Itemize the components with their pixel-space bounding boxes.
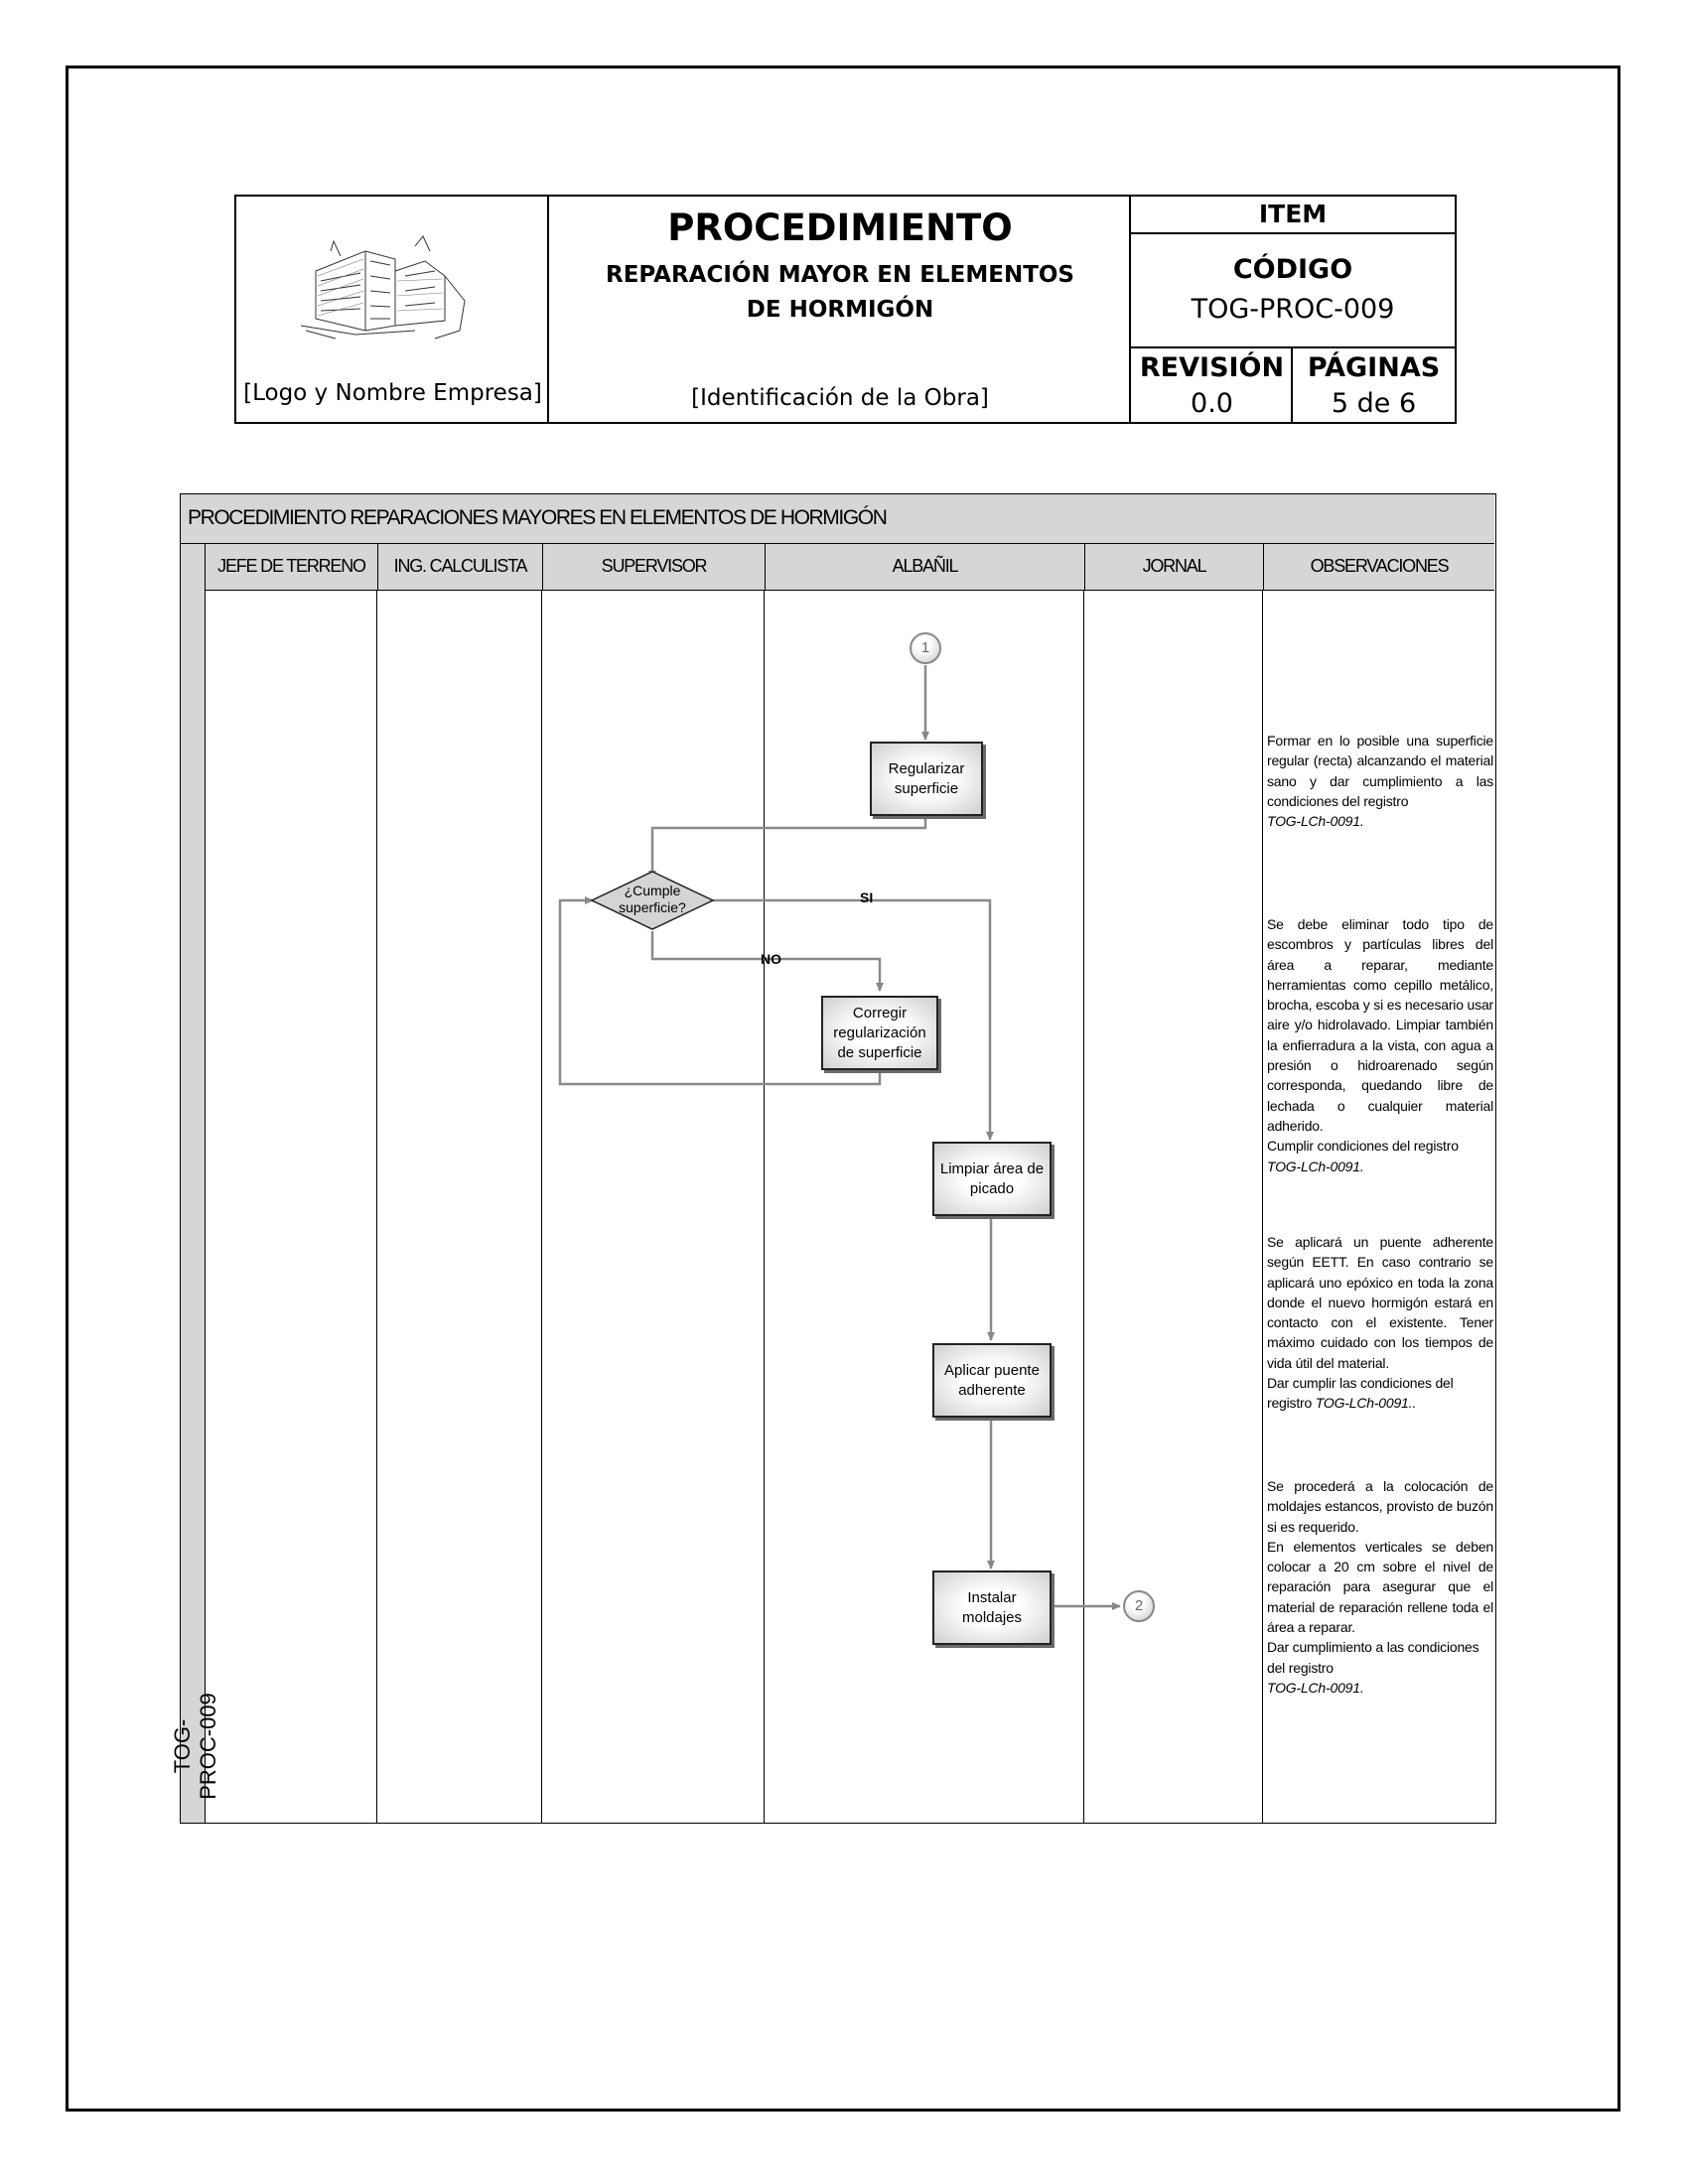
lane-header-jefe-de-terreno: JEFE DE TERRENO <box>206 544 378 591</box>
arrow-corregir-loop <box>558 896 882 1086</box>
item-label: ITEM <box>1258 200 1328 228</box>
revision-label: REVISIÓN <box>1139 352 1285 383</box>
lane-divider <box>1262 591 1263 1823</box>
end-connector: 2 <box>1123 1590 1155 1622</box>
step-label: Aplicar puente adherente <box>944 1361 1040 1399</box>
arrow-decision-si <box>713 898 994 1141</box>
observation-text: En elementos verticales se deben colocar… <box>1267 1538 1493 1636</box>
item-cell: ITEM <box>1131 197 1455 234</box>
observation-tail: Cumplir condiciones del registro <box>1267 1138 1459 1155</box>
decision-diamond <box>590 871 715 930</box>
lane-divider <box>1083 591 1084 1823</box>
observation-tail: Dar cumplimiento a las condiciones del r… <box>1267 1639 1479 1676</box>
step-aplicar-puente: Aplicar puente adherente <box>932 1343 1052 1418</box>
lane-divider <box>764 591 765 1823</box>
registry-reference: TOG-LCh-0091. <box>1267 1158 1364 1174</box>
arrow-regularizar-to-decision <box>648 816 927 880</box>
step-label: Corregir regularización de superficie <box>833 1004 926 1061</box>
work-identification: [Identificación de la Obra] <box>691 385 989 411</box>
pages-label: PÁGINAS <box>1307 352 1441 383</box>
lane-divider <box>376 591 377 1823</box>
revision-value: 0.0 <box>1191 388 1233 419</box>
step-label: Instalar moldajes <box>961 1588 1023 1626</box>
pages-cell: PÁGINAS 5 de 6 <box>1293 348 1455 422</box>
pages-value: 5 de 6 <box>1331 388 1417 419</box>
step-label: Regularizar superficie <box>888 759 965 797</box>
step-label: Limpiar área de picado <box>939 1160 1045 1197</box>
code-label: CÓDIGO <box>1232 254 1353 285</box>
side-code-column: TOG-PROC-009 <box>170 544 220 1823</box>
branch-label-no: NO <box>761 951 781 967</box>
arrow-decision-no <box>650 931 884 992</box>
step-regularizar-superficie: Regularizar superficie <box>870 742 983 816</box>
branch-label-si: SI <box>860 889 874 905</box>
logo-company-text: [Logo y Nombre Empresa] <box>243 380 542 406</box>
lane-header-observaciones: OBSERVACIONES <box>1264 544 1494 591</box>
observation-1: Formar en lo posible una superficie regu… <box>1267 731 1493 831</box>
procedure-title: PROCEDIMIENTO <box>667 206 1013 249</box>
step-limpiar-area: Limpiar área de picado <box>932 1142 1052 1216</box>
document-header: [Logo y Nombre Empresa] PROCEDIMIENTO RE… <box>234 195 1457 424</box>
observation-text: Se aplicará un puente adherente según EE… <box>1267 1234 1493 1371</box>
lane-header-ing-calculista: ING. CALCULISTA <box>378 544 543 591</box>
step-instalar-moldajes: Instalar moldajes <box>932 1570 1052 1645</box>
observation-2: Se debe eliminar todo tipo de escombros … <box>1267 914 1493 1176</box>
logo-cell: [Logo y Nombre Empresa] <box>236 197 549 422</box>
lane-header-jornal: JORNAL <box>1085 544 1264 591</box>
observation-text: Se debe eliminar todo tipo de escombros … <box>1267 916 1493 1134</box>
step-corregir-regularizacion: Corregir regularización de superficie <box>821 996 938 1070</box>
registry-reference: TOG-LCh-0091.. <box>1315 1395 1417 1412</box>
building-logo-icon <box>300 235 466 340</box>
procedure-subtitle: REPARACIÓN MAYOR EN ELEMENTOS DE HORMIGÓ… <box>605 262 1075 323</box>
decision-label: ¿Cumple superficie? <box>619 883 686 915</box>
lane-header-supervisor: SUPERVISOR <box>543 544 766 591</box>
procedure-cell: PROCEDIMIENTO REPARACIÓN MAYOR EN ELEMEN… <box>549 197 1131 422</box>
flowchart-title: PROCEDIMIENTO REPARACIONES MAYORES EN EL… <box>181 494 1494 544</box>
lane-divider <box>541 591 542 1823</box>
registry-reference: TOG-LCh-0091. <box>1267 1679 1364 1696</box>
flowchart-table: PROCEDIMIENTO REPARACIONES MAYORES EN EL… <box>170 493 1496 1824</box>
observation-4: Se procederá a la colocación de moldajes… <box>1267 1476 1493 1698</box>
start-connector: 1 <box>910 632 941 664</box>
page-border <box>66 66 1620 2112</box>
code-value: TOG-PROC-009 <box>1191 294 1395 325</box>
registry-reference: TOG-LCh-0091. <box>1267 813 1364 830</box>
observation-text: Formar en lo posible una superficie regu… <box>1267 733 1493 809</box>
revision-cell: REVISIÓN 0.0 <box>1131 348 1293 422</box>
code-cell: CÓDIGO TOG-PROC-009 <box>1131 234 1455 348</box>
observation-text: Se procederá a la colocación de moldajes… <box>1267 1478 1493 1535</box>
observation-3: Se aplicará un puente adherente según EE… <box>1267 1232 1493 1414</box>
lane-header-albanil: ALBAÑIL <box>766 544 1085 591</box>
observation-tail: Dar cumplir las condiciones del registro <box>1267 1375 1454 1412</box>
